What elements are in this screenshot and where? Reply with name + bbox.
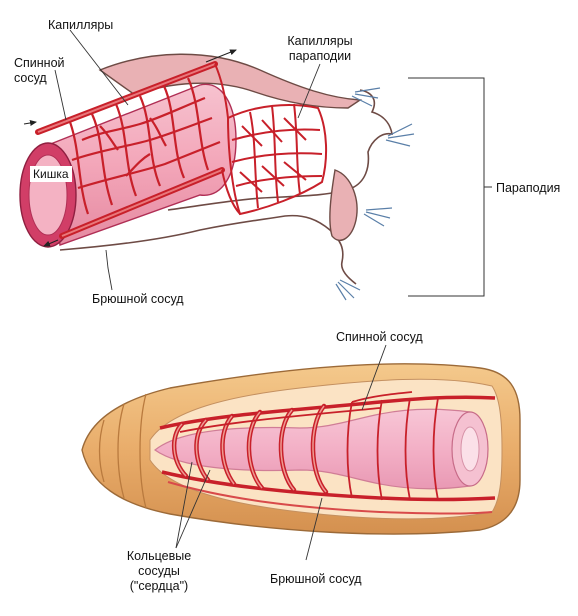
label-ring-vessels-line2: сосуды	[138, 564, 180, 578]
earthworm-diagram	[81, 344, 521, 561]
parapodium-bracket	[408, 77, 492, 297]
worm-ventral-vessel	[161, 470, 496, 502]
label-capillaries: Капилляры	[48, 18, 114, 32]
label-ring-vessels-line1: Кольцевые	[126, 549, 192, 563]
label-parapodium-capillaries-line1: Капилляры	[287, 34, 353, 48]
label-gut: Кишка	[30, 166, 72, 182]
body-segments	[98, 393, 147, 509]
leader-lines	[54, 29, 321, 291]
label-parapodium: Параподия	[496, 181, 561, 195]
label-top-ventral-vessel: Брюшной сосуд	[92, 292, 184, 306]
parapodium-capillaries	[214, 63, 328, 216]
gut-cylinder	[47, 83, 237, 246]
parapodium-diagram	[19, 29, 492, 301]
label-dorsal-vessel-line2: сосуд	[14, 71, 47, 85]
label-dorsal-vessel-line1: Спинной	[14, 56, 65, 70]
label-bottom-ventral-vessel: Брюшной сосуд	[270, 572, 362, 586]
flow-arrows	[23, 49, 237, 247]
label-parapodium-capillaries-line2: параподии	[288, 49, 352, 63]
label-bottom-dorsal-vessel: Спинной сосуд	[336, 330, 423, 344]
parapodium-lower-lobe	[329, 169, 358, 241]
bottom-leader-lines	[175, 344, 387, 561]
parapodium-outline	[59, 89, 393, 285]
gut-capillaries	[68, 77, 221, 215]
label-ring-vessels-line3: ("сердца")	[129, 579, 189, 593]
segmental-vessels	[179, 391, 439, 501]
setae	[335, 87, 415, 301]
